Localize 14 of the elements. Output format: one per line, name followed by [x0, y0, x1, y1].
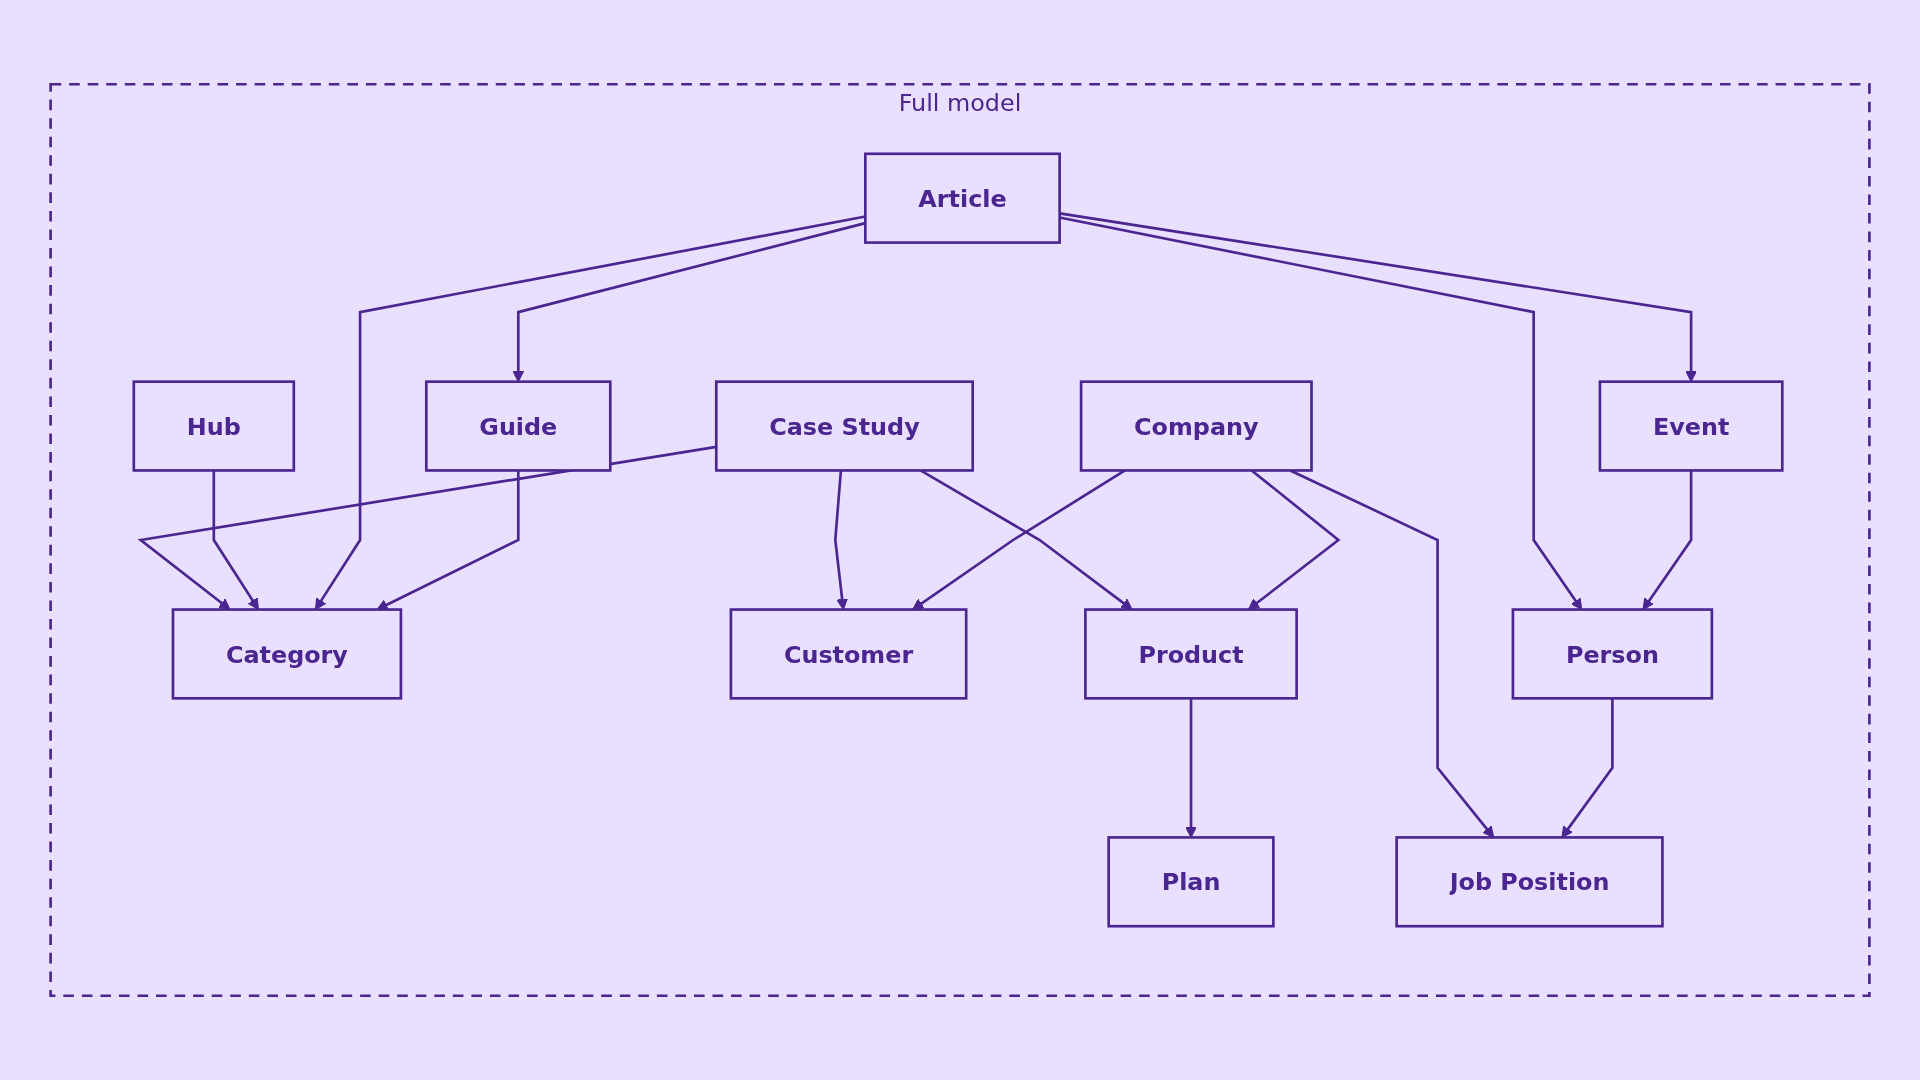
- node-box: Product: [1084, 608, 1298, 700]
- node-box: Customer: [729, 608, 968, 700]
- node-box: Hub: [132, 380, 296, 472]
- node-box: Article: [864, 152, 1061, 244]
- node-box: Plan: [1107, 836, 1275, 928]
- arrow: [1185, 698, 1197, 838]
- node-box: Job Position: [1395, 836, 1664, 928]
- node-box: Company: [1079, 380, 1313, 472]
- node-box: Event: [1598, 380, 1784, 472]
- arrow: [1561, 698, 1614, 838]
- node-box: Category: [171, 608, 403, 700]
- node-box: Case Study: [714, 380, 975, 472]
- node-box: Guide: [425, 380, 612, 472]
- node-box: Person: [1511, 608, 1714, 700]
